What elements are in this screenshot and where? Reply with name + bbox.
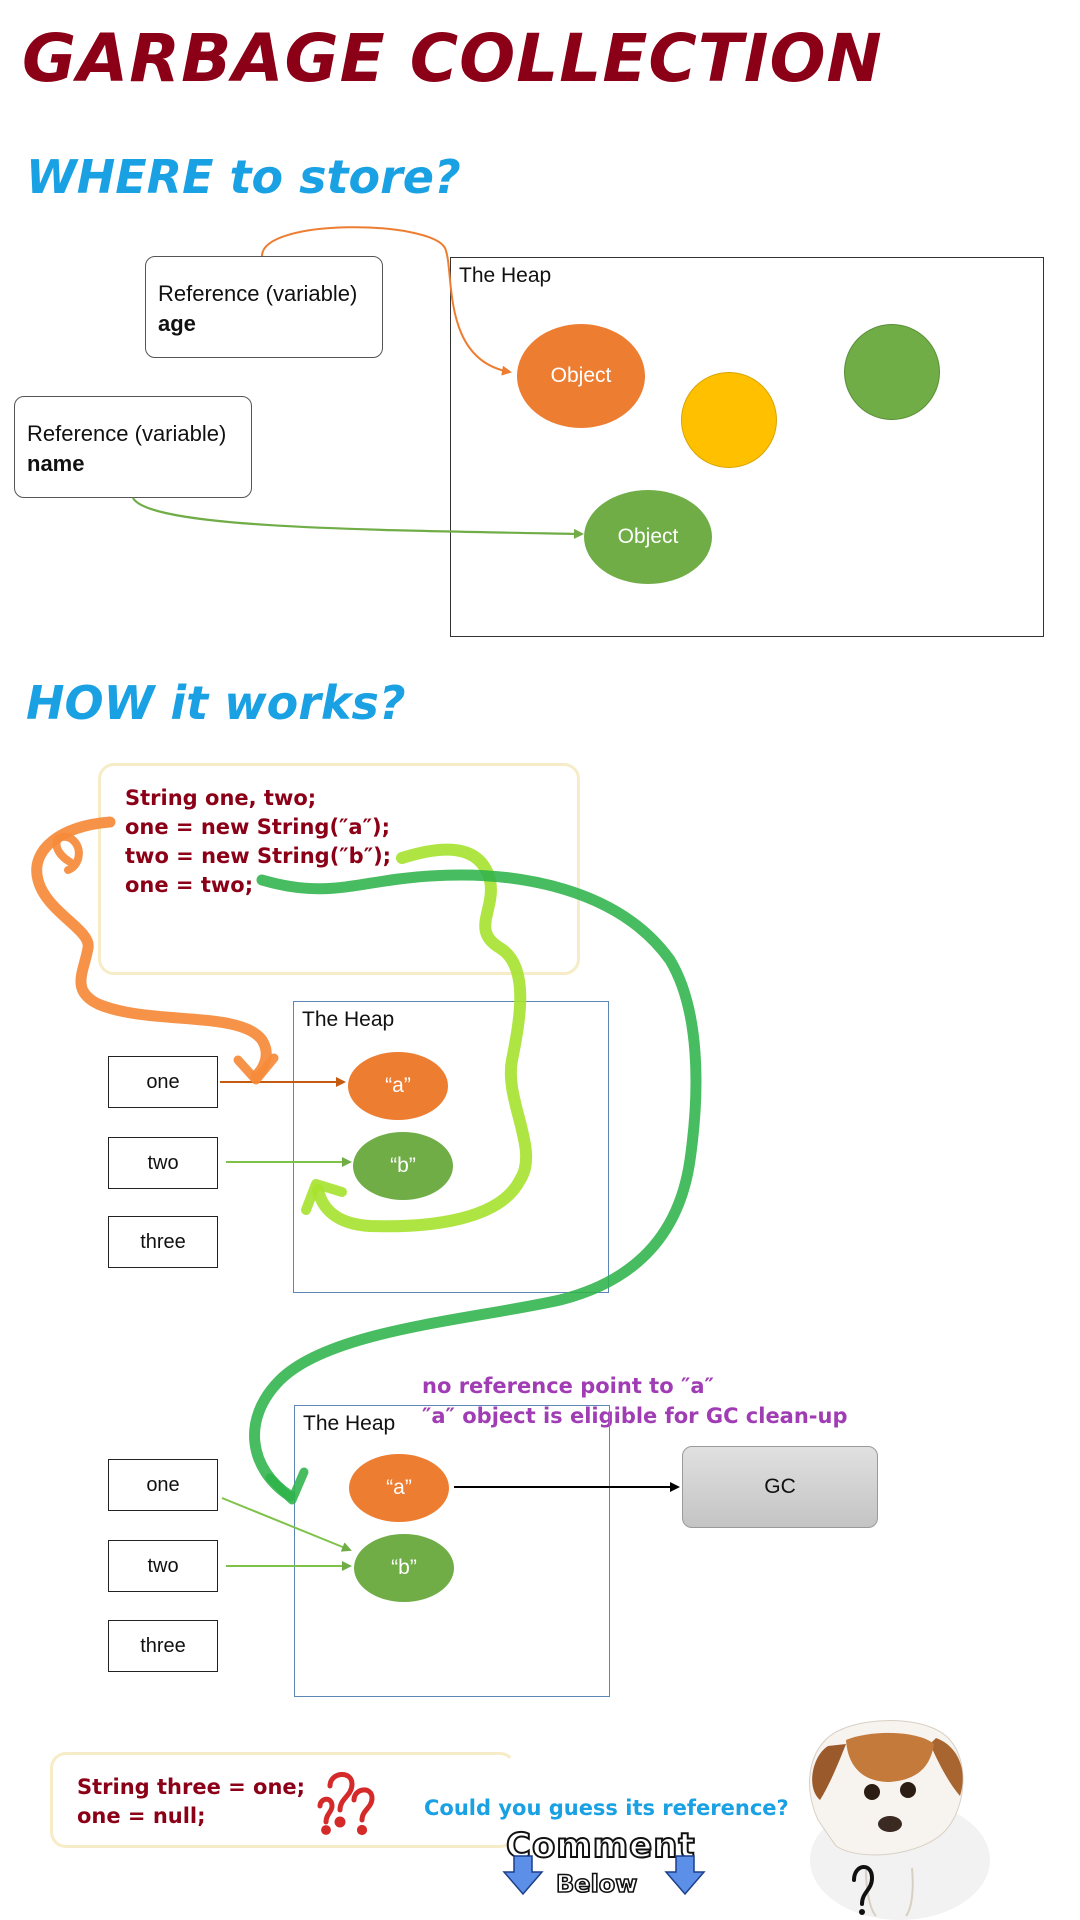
- green-scribble-arrowhead: [265, 1467, 309, 1505]
- lime-scribble: [312, 843, 533, 1233]
- orange-scribble-arrowhead: [233, 1053, 279, 1085]
- code-line: two = new String(″b″);: [125, 844, 392, 868]
- reference-name: name: [27, 451, 85, 476]
- dog-illustration: [809, 1720, 990, 1920]
- reference-box-age: Reference (variable) age: [145, 256, 383, 358]
- gc-box: GC: [682, 1446, 878, 1528]
- object-label: “b”: [391, 1556, 417, 1579]
- variable-box-one: one: [108, 1056, 218, 1108]
- gc-note-line-2: ″a″ object is eligible for GC clean-up: [422, 1404, 848, 1428]
- heap-container-2: The Heap “a” “b”: [294, 1405, 610, 1697]
- orange-scribble-loop: [52, 832, 83, 874]
- green-scribble: [249, 869, 702, 1502]
- reference-name: age: [158, 311, 196, 336]
- heap-object-green-small: [844, 324, 940, 420]
- reference-label: Reference (variable): [158, 281, 358, 306]
- variable-box-two: two: [108, 1137, 218, 1189]
- heap-object-b: “b”: [353, 1132, 453, 1200]
- down-arrow-icon: [502, 1855, 544, 1896]
- heap-object-orange: Object: [517, 324, 645, 428]
- variable-box-two: two: [108, 1540, 218, 1592]
- object-label: Object: [617, 525, 679, 548]
- code-block-2: String three = one; one = null;: [50, 1752, 516, 1848]
- down-arrow-icon: [664, 1855, 706, 1896]
- variable-box-three: three: [108, 1216, 218, 1268]
- object-label: Object: [550, 364, 612, 387]
- heap-label: The Heap: [303, 1412, 396, 1435]
- heap-container: The Heap Object Object: [450, 257, 1044, 637]
- code-line: one = new String(″a″);: [125, 815, 390, 839]
- code-line: String three = one;: [77, 1775, 306, 1799]
- variable-box-one: one: [108, 1459, 218, 1511]
- footer-question: Could you guess its reference?: [424, 1796, 789, 1820]
- code-line: one = two;: [125, 873, 254, 897]
- object-label: “a”: [386, 1476, 412, 1499]
- heap-label: The Heap: [302, 1008, 395, 1031]
- object-label: “b”: [390, 1154, 416, 1177]
- code-line: String one, two;: [125, 786, 317, 810]
- page-title: GARBAGE COLLECTION: [22, 20, 883, 97]
- section-heading-where: WHERE to store?: [26, 150, 461, 204]
- comment-word[interactable]: Comment: [505, 1825, 696, 1867]
- heap-object-green: Object: [584, 490, 712, 584]
- heap-object-a: “a”: [349, 1454, 449, 1522]
- heap-object-yellow: [681, 372, 777, 468]
- age-reference-arrow: [261, 226, 512, 376]
- name-reference-arrow: [132, 497, 584, 539]
- question-marks-icon: [317, 1772, 375, 1836]
- reference-box-name: Reference (variable) name: [14, 396, 252, 498]
- heap-object-b: “b”: [354, 1534, 454, 1602]
- variable-box-three: three: [108, 1620, 218, 1672]
- one-to-b-arrow: [221, 1497, 352, 1552]
- reference-label: Reference (variable): [27, 421, 227, 446]
- section-heading-how: HOW it works?: [26, 676, 406, 730]
- lime-scribble-arrowhead: [301, 1179, 347, 1215]
- heap-label: The Heap: [459, 264, 552, 287]
- heap-object-a: “a”: [348, 1052, 448, 1120]
- code-line: one = null;: [77, 1804, 206, 1828]
- gc-note-line-1: no reference point to ″a″: [422, 1374, 714, 1398]
- object-label: “a”: [385, 1074, 411, 1097]
- below-word: Below: [555, 1869, 638, 1899]
- code-block-1: String one, two; one = new String(″a″); …: [98, 763, 580, 975]
- heap-container-1: The Heap “a” “b”: [293, 1001, 609, 1293]
- orange-scribble: [31, 816, 272, 1082]
